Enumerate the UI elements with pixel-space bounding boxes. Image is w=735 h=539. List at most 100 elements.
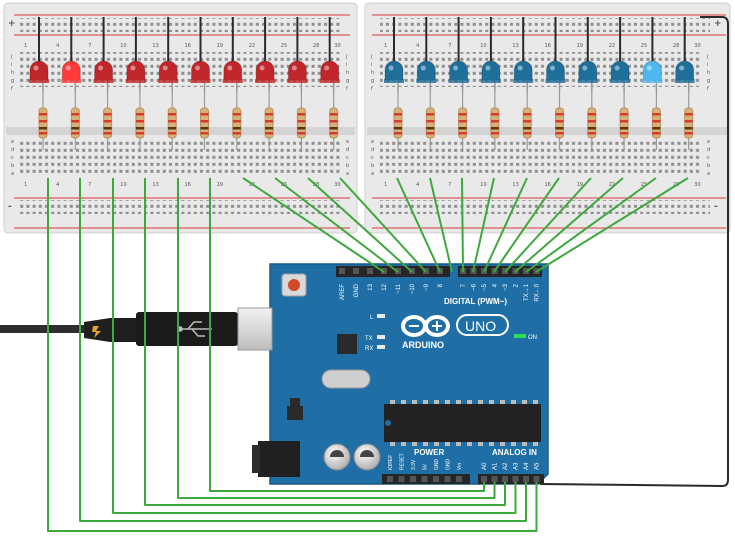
- reset-button-cap[interactable]: [288, 279, 300, 291]
- resistor-band: [329, 132, 338, 135]
- resistor-band: [490, 132, 499, 135]
- resistor-band: [71, 132, 80, 135]
- row-letter: i: [371, 62, 372, 68]
- row-letter: d: [707, 147, 710, 153]
- resistor-band: [394, 127, 402, 130]
- left-led-body: [320, 60, 340, 81]
- header-pin: [444, 476, 451, 482]
- green-wire: [429, 177, 453, 273]
- row-letter: g: [11, 78, 14, 84]
- row-letter: i: [11, 62, 12, 68]
- rail-minus-sign: -: [714, 202, 718, 212]
- chip-pin: [434, 442, 439, 446]
- row-letter: c: [371, 155, 374, 161]
- row-letter: j: [345, 54, 347, 60]
- resistor-band: [458, 127, 467, 130]
- row-letter: b: [11, 163, 14, 169]
- left-led-body: [191, 60, 210, 81]
- resistor-band: [652, 113, 661, 116]
- resistor-band: [620, 127, 629, 130]
- right-led-rim: [577, 79, 598, 83]
- analog-header-label: ANALOG IN: [492, 448, 537, 457]
- led-rx: [377, 345, 385, 349]
- left-led-rim: [93, 79, 114, 83]
- digital-header-label: DIGITAL (PWM~): [444, 297, 507, 306]
- green-wire: [307, 177, 413, 273]
- digital-pin-label: ~5: [482, 283, 488, 291]
- right-led-body: [481, 60, 501, 81]
- right-led-body: [513, 60, 533, 81]
- right-led-rim: [416, 79, 437, 83]
- left-led-rim: [61, 79, 82, 83]
- usb-cable[interactable]: [0, 307, 273, 351]
- center-channel: [6, 127, 355, 135]
- resistor-band: [587, 127, 596, 130]
- left-led-body: [29, 60, 49, 81]
- green-wire: [112, 178, 517, 514]
- right-led-highlight: [517, 65, 523, 71]
- header-pin: [387, 476, 393, 482]
- chip-pin: [522, 400, 527, 404]
- analog-pin-label: A2: [503, 462, 509, 470]
- left-led-body: [158, 60, 178, 81]
- right-led-body: [384, 60, 404, 81]
- atmega-microcontroller: [384, 404, 541, 442]
- resistor-band: [620, 132, 629, 135]
- power-pin-label: RESET: [400, 453, 406, 470]
- left-led-body: [223, 60, 243, 81]
- resistor-band: [297, 132, 306, 135]
- resistor-band: [652, 120, 661, 123]
- green-wire: [177, 178, 496, 499]
- column-number: 10: [120, 43, 126, 49]
- row-letter: g: [346, 78, 349, 84]
- left-led-highlight: [195, 65, 200, 71]
- resistor-band: [39, 132, 47, 135]
- resistor-band: [587, 132, 596, 135]
- power-pin-label: IOREF: [388, 455, 394, 470]
- led-label-l: L: [370, 315, 374, 321]
- analog-pin-label: A0: [482, 462, 488, 470]
- row-letter: e: [707, 139, 710, 145]
- resistor-band: [71, 120, 80, 123]
- chip-pin: [467, 442, 472, 446]
- power-jack[interactable]: [258, 441, 300, 477]
- chip-pin: [500, 442, 505, 446]
- resistor-band: [555, 127, 564, 130]
- right-led-highlight: [679, 65, 685, 71]
- row-letter: f: [346, 86, 348, 92]
- usb-chip: [337, 334, 357, 354]
- resistor-band: [458, 120, 467, 123]
- column-number: 1: [384, 182, 387, 188]
- resistor-band: [232, 127, 241, 130]
- resistor-band: [135, 120, 144, 123]
- right-led-rim: [545, 79, 566, 83]
- row-letter: a: [707, 171, 710, 177]
- uno-model: UNO: [465, 318, 496, 334]
- green-wire: [242, 177, 385, 273]
- left-led-highlight: [291, 65, 297, 71]
- resistor-band: [684, 120, 693, 123]
- chip-pin: [401, 400, 406, 404]
- row-letter: j: [370, 54, 372, 60]
- resistor-band: [587, 120, 596, 123]
- right-led-rim: [642, 79, 663, 83]
- resistor-band: [168, 127, 177, 130]
- row-letter: c: [11, 155, 14, 161]
- left-led-rim: [29, 79, 49, 83]
- left-led-body: [287, 60, 307, 81]
- column-number: 16: [545, 43, 551, 49]
- green-wire: [79, 178, 527, 522]
- left-led-body: [61, 60, 81, 81]
- resistor-band: [265, 113, 274, 116]
- power-pin-label: Vin: [457, 463, 463, 470]
- row-letter: h: [707, 70, 710, 76]
- right-led-rim: [610, 79, 631, 83]
- header-pin: [410, 476, 416, 482]
- row-letter: a: [346, 171, 349, 177]
- right-led-body: [416, 60, 436, 81]
- resistor-band: [684, 127, 693, 130]
- row-letter: e: [11, 139, 14, 145]
